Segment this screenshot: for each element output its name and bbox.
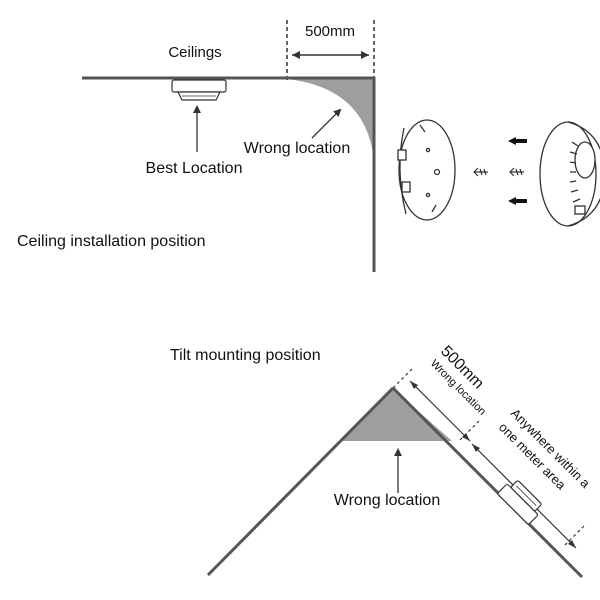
wrong-area-shading	[287, 79, 374, 160]
ceiling-caption: Ceiling installation position	[17, 233, 206, 250]
roof-left-line	[206, 386, 395, 577]
wrong-location-label: Wrong location	[334, 492, 440, 509]
dimension-label: 500mm	[305, 23, 355, 40]
detector-side-icon	[539, 121, 600, 227]
mounting-base-icon	[397, 119, 456, 221]
ceiling-detector-icon	[171, 79, 227, 101]
exploded-mounting-view	[397, 119, 600, 227]
tilt-dimension-line	[409, 380, 471, 442]
dimension-line	[286, 20, 375, 80]
tilt-title: Tilt mounting position	[170, 347, 321, 364]
tilted-detector-icon	[497, 480, 542, 525]
ceiling-section: 500mm Ceilings Best Location Wrong locat…	[17, 20, 376, 272]
wrong-area-shading	[342, 389, 452, 441]
tilt-section: Tilt mounting position Wrong location	[170, 343, 594, 579]
direction-arrow-icon	[508, 137, 527, 205]
roof-right-line	[391, 386, 584, 579]
best-location-label: Best Location	[146, 160, 243, 177]
screw-icon	[509, 167, 524, 177]
wrong-location-label: Wrong location	[244, 140, 350, 157]
dimension-ticks	[392, 368, 585, 546]
screw-icon	[473, 167, 488, 177]
ceilings-title: Ceilings	[168, 44, 221, 61]
wrong-location-arrow	[311, 108, 342, 139]
